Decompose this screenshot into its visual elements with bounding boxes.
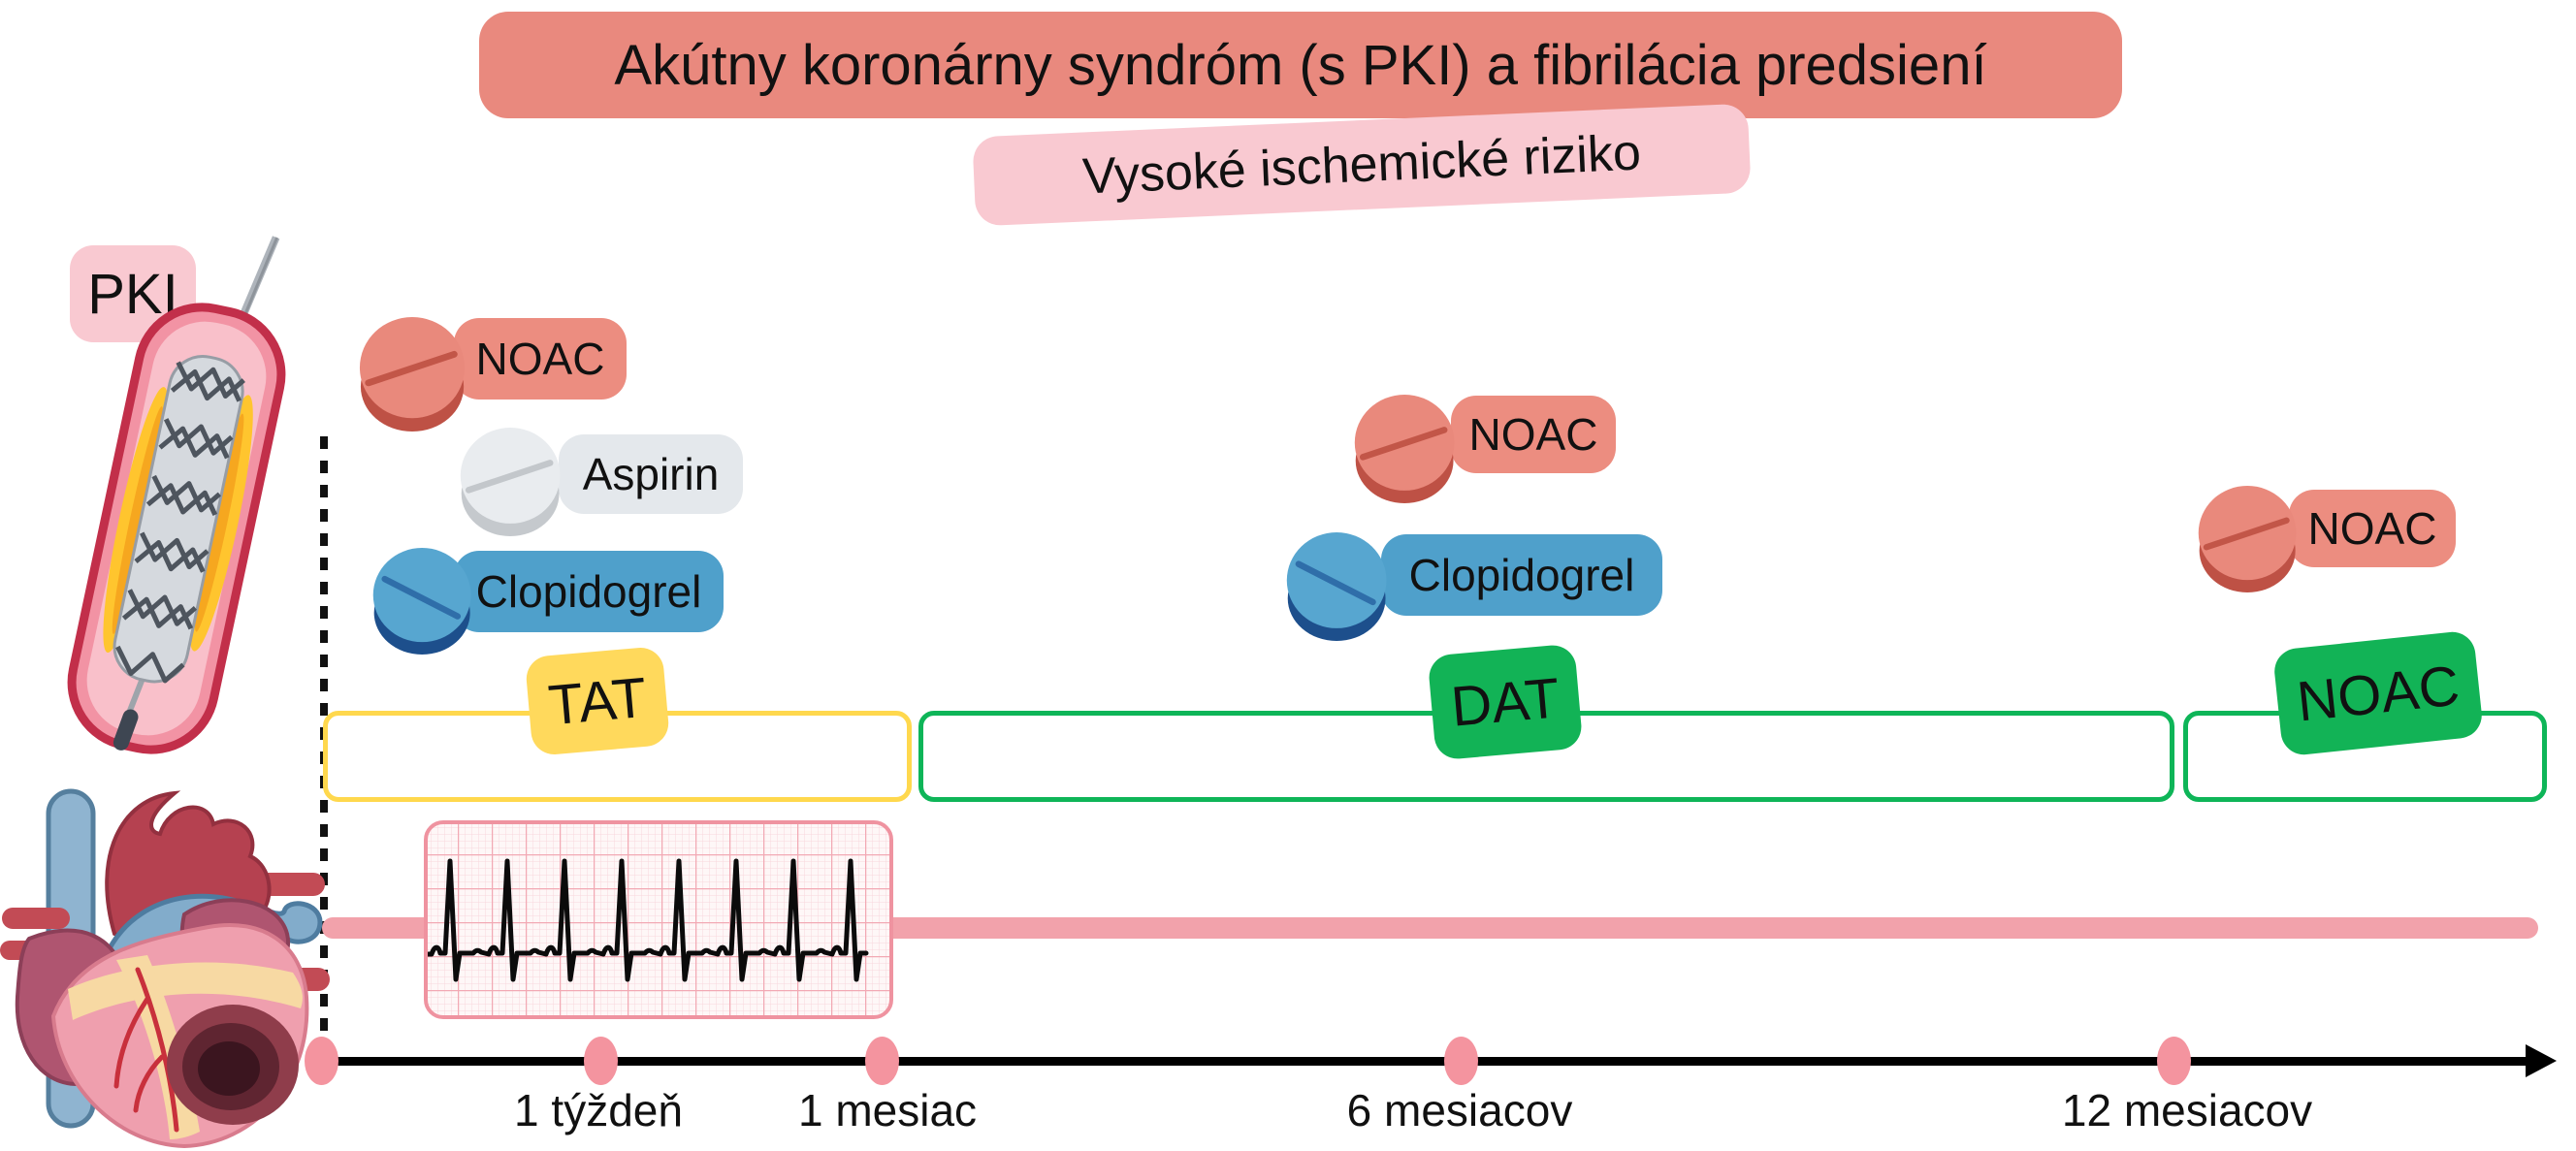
tick-label-1-week: 1 týždeň	[514, 1085, 683, 1135]
heart-icon	[0, 788, 330, 1149]
aspirin-pill-text: Aspirin	[582, 449, 720, 499]
timeline-marker-1-week	[584, 1037, 618, 1085]
page-title: Akútny koronárny syndróm (s PKI) a fibri…	[614, 33, 1987, 97]
noac-pill-icon	[2198, 486, 2297, 592]
dat-phase-text: DAT	[1448, 665, 1562, 739]
pci-stent-icon	[67, 236, 286, 754]
noac-phase-text: NOAC	[2294, 653, 2463, 734]
timeline-arrow-icon	[2526, 1044, 2557, 1077]
ecg-strip-icon	[424, 820, 893, 1019]
tick-label-6-months: 6 mesiacov	[1346, 1085, 1573, 1135]
tick-label-1-month: 1 mesiac	[797, 1085, 978, 1135]
noac-pill-label: NOAC	[1451, 396, 1616, 473]
page-subtitle: Vysoké ischemické riziko	[1080, 124, 1642, 206]
timeline-axis	[320, 1057, 2529, 1066]
tat-phase-text: TAT	[545, 665, 650, 737]
tat-phase-label: TAT	[524, 646, 671, 756]
dat-phase-label: DAT	[1427, 643, 1584, 761]
clopidogrel-pill-icon	[1286, 532, 1387, 641]
clopidogrel-pill-label: Clopidogrel	[1381, 534, 1662, 616]
timeline-marker-start	[305, 1037, 338, 1085]
noac-pill-text: NOAC	[475, 334, 605, 384]
noac-pill-label: NOAC	[2289, 490, 2456, 567]
noac-pill-text: NOAC	[2307, 503, 2437, 554]
clopidogrel-pill-text: Clopidogrel	[1408, 550, 1635, 600]
clopidogrel-pill-text: Clopidogrel	[475, 566, 702, 617]
pki-badge: PKI	[70, 245, 196, 342]
aspirin-pill-label: Aspirin	[559, 434, 743, 514]
tick-label-12-months: 12 mesiacov	[2061, 1085, 2313, 1135]
timeline-marker-12-months	[2157, 1037, 2191, 1085]
clopidogrel-pill-label: Clopidogrel	[454, 551, 724, 632]
noac-pill-icon	[1354, 395, 1455, 503]
subtitle-banner: Vysoké ischemické riziko	[972, 103, 1752, 227]
timeline-marker-1-month	[865, 1037, 899, 1085]
noac-phase-label: NOAC	[2271, 629, 2485, 757]
clopidogrel-pill-icon	[372, 548, 471, 655]
pki-badge-label: PKI	[87, 262, 178, 326]
aspirin-pill-icon	[460, 428, 561, 536]
timeline-marker-6-months	[1444, 1037, 1478, 1085]
noac-pill-icon	[359, 317, 466, 432]
noac-pill-text: NOAC	[1468, 409, 1598, 460]
title-banner: Akútny koronárny syndróm (s PKI) a fibri…	[479, 12, 2122, 118]
noac-pill-label: NOAC	[454, 318, 627, 400]
